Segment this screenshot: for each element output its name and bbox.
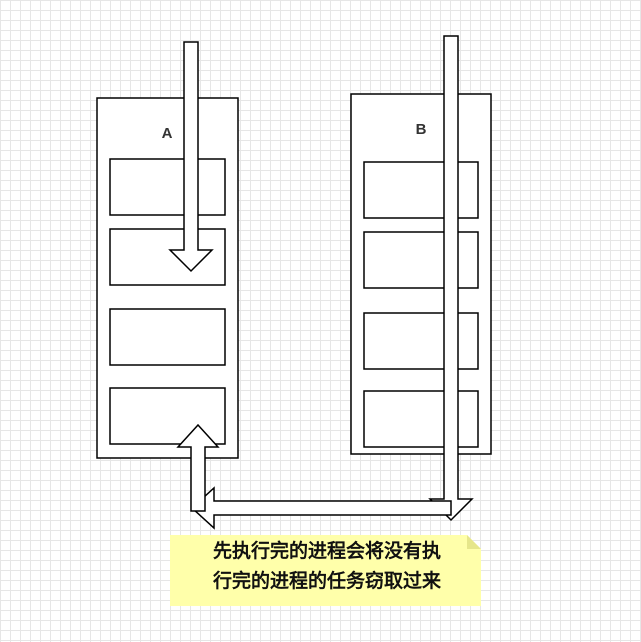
note-text: 先执行完的进程会将没有执 行完的进程的任务窃取过来 — [172, 536, 482, 596]
queue-a-task-3 — [109, 308, 226, 366]
note-line-2: 行完的进程的任务窃取过来 — [212, 570, 441, 592]
queue-b-task-2 — [363, 231, 479, 289]
queue-a-down-arrow — [168, 41, 214, 273]
queue-b-task-3 — [363, 312, 479, 370]
queue-a-task-1 — [109, 158, 226, 216]
note-fold-corner — [467, 535, 481, 549]
steal-arrow-horizontal — [190, 486, 452, 530]
note-background — [170, 535, 481, 606]
queue-b-down-arrow — [428, 35, 474, 522]
steal-arrow-vertical — [176, 423, 220, 512]
queue-b-task-4 — [363, 390, 479, 448]
queue-b-task-1 — [363, 161, 479, 219]
queue-a-task-2 — [109, 228, 226, 286]
note-line-1: 先执行完的进程会将没有执 — [212, 540, 441, 562]
queue-a-label: A — [162, 125, 173, 142]
queue-b-label: B — [416, 121, 427, 138]
